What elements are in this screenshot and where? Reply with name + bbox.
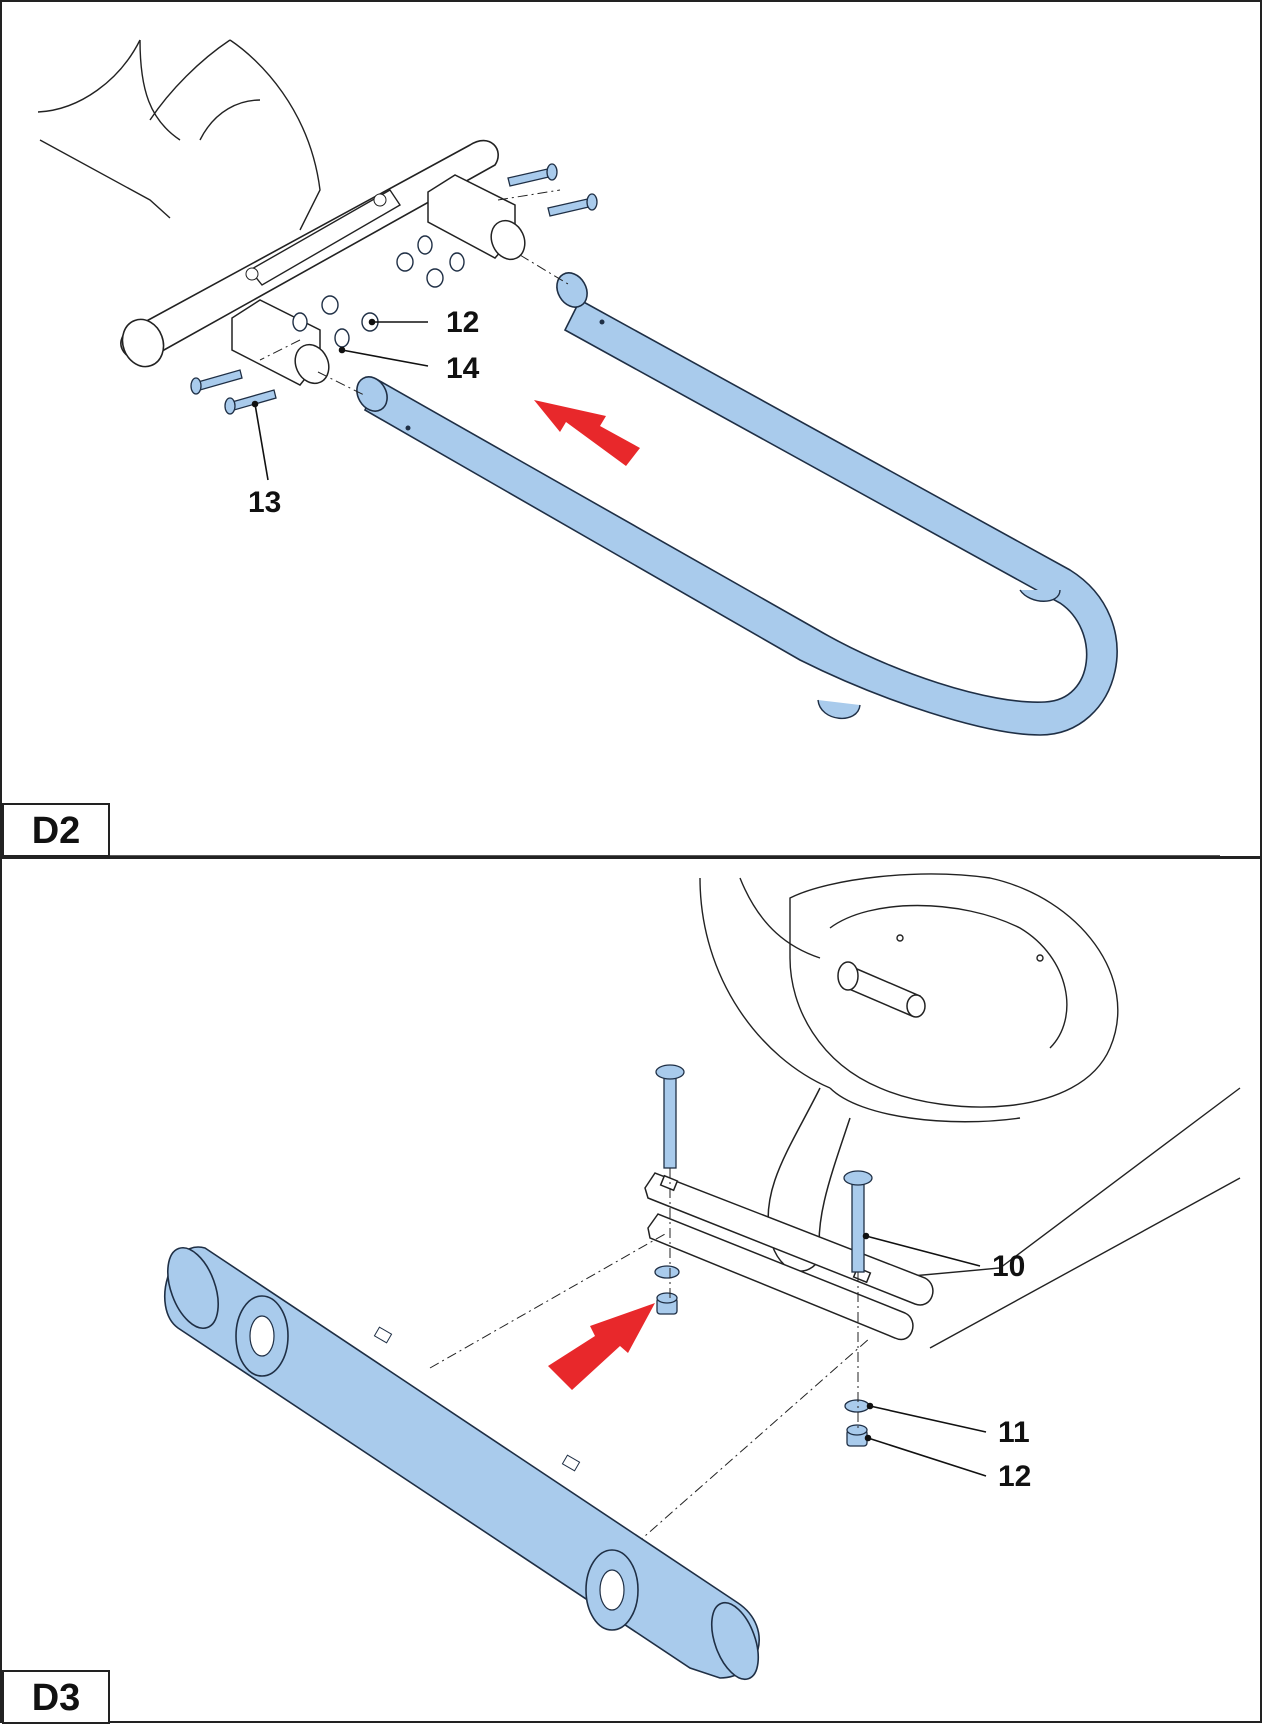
d3-frame	[0, 858, 1262, 1723]
bolts-13	[190, 163, 598, 415]
d3-alignment-lines	[429, 1168, 871, 1559]
u-foot-tube	[356, 272, 1118, 736]
washers-nuts	[654, 1265, 870, 1447]
panel-d2: 12 14 13 D2	[0, 0, 1262, 858]
step-label-d2: D2	[2, 803, 110, 857]
callout-10: 10	[992, 1250, 1025, 1283]
callout-12-d3: 12	[998, 1460, 1031, 1493]
d2-direction-arrow	[534, 400, 640, 466]
d3-leaders	[862, 1232, 987, 1477]
d2-frame	[0, 0, 1262, 858]
callout-14: 14	[446, 352, 480, 385]
front-crossbar	[120, 139, 499, 368]
callout-13: 13	[248, 486, 281, 519]
panel-d3: 10 11 12 D3	[0, 858, 1262, 1724]
d2-leaders	[251, 318, 429, 481]
callout-11: 11	[998, 1416, 1030, 1449]
d3-drawing: 10 11 12	[0, 858, 1262, 1723]
axle	[837, 961, 926, 1018]
step-label-d3: D3	[2, 1670, 110, 1724]
alignment-lines	[259, 189, 569, 397]
front-stabilizer	[163, 1246, 760, 1681]
d3-direction-arrow	[548, 1303, 655, 1390]
d2-drawing: 12 14 13	[0, 0, 1262, 858]
machine-body-outline	[37, 39, 321, 231]
callout-12: 12	[446, 306, 479, 339]
flywheel-housing	[699, 873, 1241, 1349]
